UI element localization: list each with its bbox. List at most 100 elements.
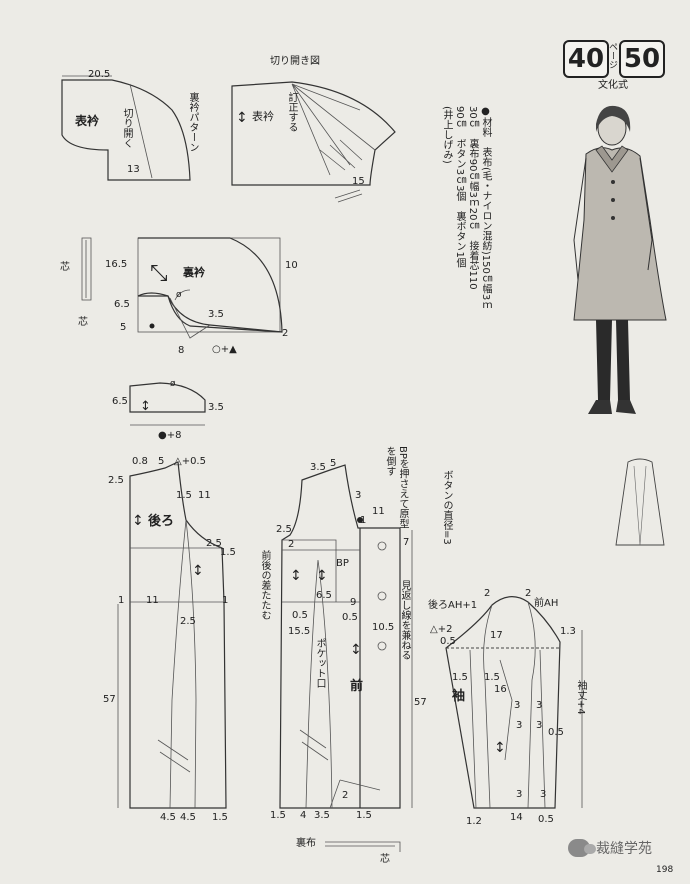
sleeve-m3c: 3 xyxy=(516,720,522,731)
sleeve-m3d: 3 xyxy=(536,720,542,731)
sleeve-m15: 1.5 xyxy=(452,672,468,683)
sleeve-m16: 16 xyxy=(494,684,507,695)
sleeve-m15b: 1.5 xyxy=(484,672,500,683)
sleeve-m12: 1.2 xyxy=(466,816,482,827)
front-m7: 7 xyxy=(403,537,409,548)
pocket-label: ポケット口 xyxy=(314,638,325,688)
source-label: 文化式 xyxy=(598,80,628,91)
under-collar-draft xyxy=(137,237,283,339)
bp-dot xyxy=(357,517,363,523)
front-bp: BP xyxy=(336,558,349,569)
under-collar-m2: 2 xyxy=(282,328,288,339)
cut-open-collar-label: 表衿 xyxy=(252,109,274,123)
small-collar-piece xyxy=(129,382,206,426)
sleeve-m05: 0.5 xyxy=(440,636,456,647)
front-m15b: 1.5 xyxy=(356,810,372,821)
sleeve-m2a: 2 xyxy=(484,588,490,599)
button-note: ボタンの直径=3 xyxy=(441,470,452,545)
small-piece-m65: 6.5 xyxy=(112,396,128,407)
under-collar-m5: 5 xyxy=(120,322,126,333)
materials-line-2: 30㎝ 裏布90㎝幅3ｍ20㎝ 接着芯110 xyxy=(467,106,478,290)
back-m11: 11 xyxy=(198,490,211,501)
back-m1b: 1 xyxy=(222,595,228,606)
grain-arrow-front-1: ↕ xyxy=(290,568,302,584)
small-piece-m35: 3.5 xyxy=(208,402,224,413)
cut-open-collar xyxy=(231,81,396,203)
front-label: 前 xyxy=(350,678,363,694)
back-m5: 5 xyxy=(158,456,164,467)
sleeve-piece xyxy=(445,596,561,809)
bp-note: BPを押さえて原型を倒す xyxy=(384,446,408,529)
sleeve-back-ah: 後ろAH+1 xyxy=(428,598,477,611)
core-label-2: 芯 xyxy=(78,315,88,328)
front-m35b: 3.5 xyxy=(314,810,330,821)
grain-arrow-front-2: ↕ xyxy=(316,568,328,584)
under-collar-m65: 6.5 xyxy=(114,299,130,310)
sleeve-length-label: 袖丈+4 xyxy=(575,680,586,715)
collar-measure-13: 13 xyxy=(127,164,140,175)
grain-arrow-back: ↕ xyxy=(132,513,144,529)
sleeve-m13: 1.3 xyxy=(560,626,576,637)
sleeve-m-delta: △+2 xyxy=(430,624,452,635)
back-m08: 0.8 xyxy=(132,456,148,467)
sleeve-front-ah: 前AH xyxy=(534,596,558,609)
coat-back-sketch xyxy=(615,458,665,546)
materials-block: ●材料 表布(毛・ナイロン混紡)150㎝幅3ｍ 30㎝ 裏布90㎝幅3ｍ20㎝ … xyxy=(440,106,492,342)
core-strip xyxy=(81,237,92,301)
front-m15: 1.5 xyxy=(270,810,286,821)
grain-arrow-back-2: ↕ xyxy=(192,563,204,579)
back-label: 後ろ xyxy=(148,513,174,529)
front-m3: 3 xyxy=(355,490,361,501)
sleeve-label: 袖 xyxy=(452,688,465,704)
front-m9: 9 xyxy=(350,597,356,608)
fold-note: 前後の差たたむ xyxy=(259,550,270,620)
small-piece-dot8: ●+8 xyxy=(158,430,181,441)
under-collar-m8: 8 xyxy=(178,345,184,356)
page-mid-label: ページ xyxy=(607,42,617,69)
back-m45b: 4.5 xyxy=(180,812,196,823)
page-number: 198 xyxy=(656,865,674,875)
core-label-1: 芯 xyxy=(60,260,70,273)
facing-note: 見返し線を兼ねる xyxy=(399,580,410,660)
front-m05: 0.5 xyxy=(292,610,308,621)
front-m4: 4 xyxy=(300,810,306,821)
sleeve-m05b: 0.5 xyxy=(548,727,564,738)
back-m25b: 2.5 xyxy=(206,538,222,549)
front-core-label: 芯 xyxy=(380,852,390,865)
sleeve-m3b: 3 xyxy=(536,700,542,711)
back-m25c: 2.5 xyxy=(180,616,196,627)
sleeve-m05c: 0.5 xyxy=(538,814,554,825)
back-m45a: 4.5 xyxy=(160,812,176,823)
front-m11: 11 xyxy=(372,506,385,517)
front-m65: 6.5 xyxy=(316,590,332,601)
front-body-piece xyxy=(279,464,401,809)
under-collar-pattern-label: 裏衿パターン xyxy=(187,92,198,152)
under-collar-m10: 10 xyxy=(285,260,298,271)
collar-top-width: 20.5 xyxy=(88,69,110,80)
sleeve-m17: 17 xyxy=(490,630,503,641)
back-m25: 2.5 xyxy=(108,475,124,486)
front-m105: 10.5 xyxy=(372,622,394,633)
lining-strip xyxy=(325,841,401,852)
front-m25: 2.5 xyxy=(276,524,292,535)
front-m2b: 2 xyxy=(342,790,348,801)
sleeve-m3e: 3 xyxy=(516,789,522,800)
lining-label: 裏布 xyxy=(296,836,316,849)
collar-measure-15: 15 xyxy=(352,176,365,187)
front-m05b: 0.5 xyxy=(342,612,358,623)
front-m35: 3.5 xyxy=(310,462,326,473)
sleeve-m14: 14 xyxy=(510,812,523,823)
page-badge: 40 ページ 50 xyxy=(563,40,665,78)
correct-label: 訂正する xyxy=(286,92,297,132)
back-m15b: 1.5 xyxy=(220,547,236,558)
front-m1: 1 xyxy=(360,515,366,526)
small-piece-circle: ø xyxy=(170,379,176,389)
top-collar-piece xyxy=(61,75,191,181)
materials-line-3: 90㎝ ボタン3㎝3個 裏ボタン1個 xyxy=(454,106,465,268)
watermark-text: 裁縫学苑 xyxy=(596,841,652,857)
dot-mark xyxy=(149,323,155,329)
front-m2: 2 xyxy=(288,539,294,550)
grain-arrow-diag: ⤡ xyxy=(150,261,168,286)
cut-open-title: 切り開き図 xyxy=(270,56,320,67)
